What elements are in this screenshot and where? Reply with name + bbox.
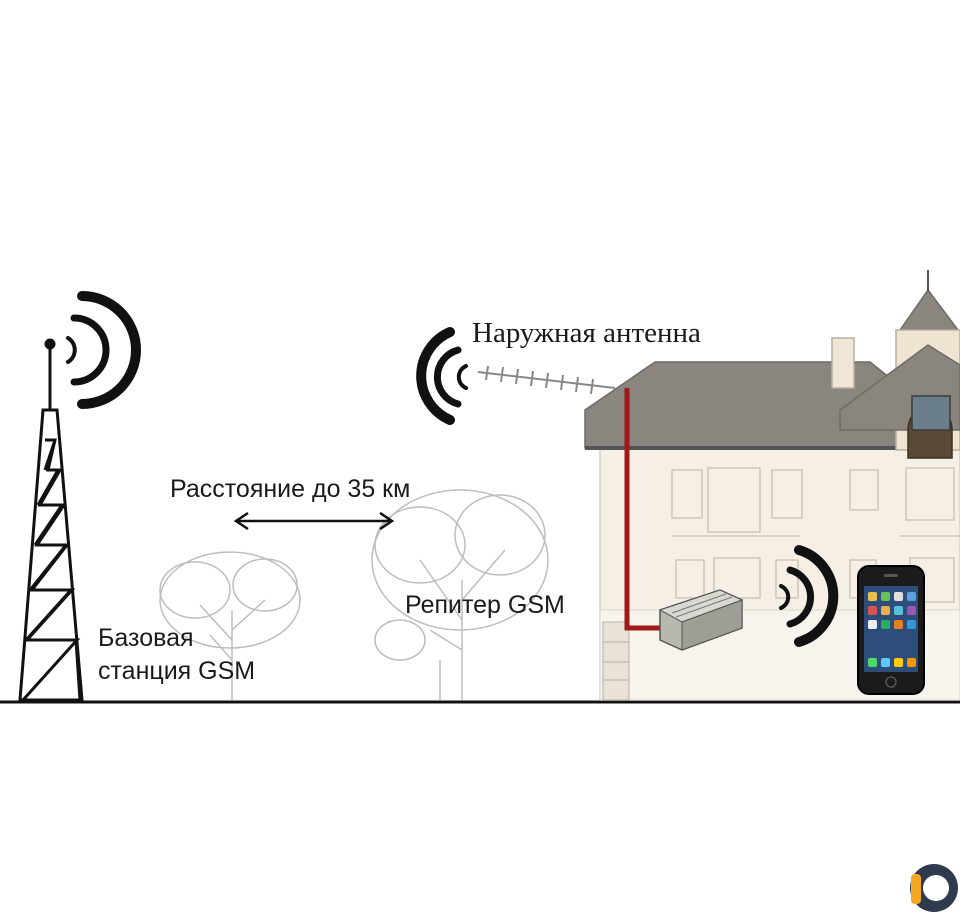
antenna-cable	[624, 388, 660, 631]
radio-waves-icon	[779, 545, 839, 647]
repeater-label: Репитер GSM	[405, 591, 565, 619]
outdoor-antenna-label: Наружная антенна	[472, 317, 701, 349]
tree-left	[159, 551, 301, 700]
base-station-tower	[18, 338, 84, 702]
phone-icon	[857, 565, 925, 695]
radio-waves-icon	[66, 291, 141, 409]
tree-middle	[371, 489, 549, 700]
distance-label: Расстояние до 35 км	[170, 475, 411, 503]
distance-arrow	[233, 511, 395, 531]
brand-logo-icon	[910, 864, 958, 912]
base-station-label-line2: станция GSM	[98, 657, 256, 685]
radio-waves-icon	[416, 327, 468, 425]
outdoor-antenna	[477, 365, 616, 395]
repeater-device-icon	[658, 589, 744, 651]
base-station-label-line1: Базовая	[98, 624, 194, 652]
